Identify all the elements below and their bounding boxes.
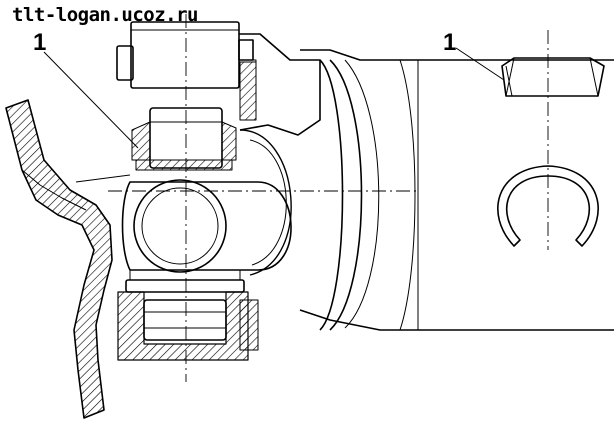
callout-label-right: 1 (443, 29, 457, 56)
left-yoke-flange (5, 99, 113, 419)
seal-ring-section (501, 57, 605, 97)
seal-ring-end-view (497, 165, 599, 247)
site-watermark: tlt-logan.ucoz.ru (12, 4, 198, 26)
callout-label-left: 1 (33, 29, 47, 56)
yoke-body-upper (239, 33, 321, 136)
lower-bearing-cup (117, 291, 249, 361)
lower-bearing-rollers (143, 299, 227, 341)
callout-leader-right (455, 47, 505, 81)
spider-center (121, 181, 292, 271)
upper-cap (130, 21, 240, 89)
outer-housing (299, 49, 614, 331)
callout-leader-left (43, 51, 139, 149)
